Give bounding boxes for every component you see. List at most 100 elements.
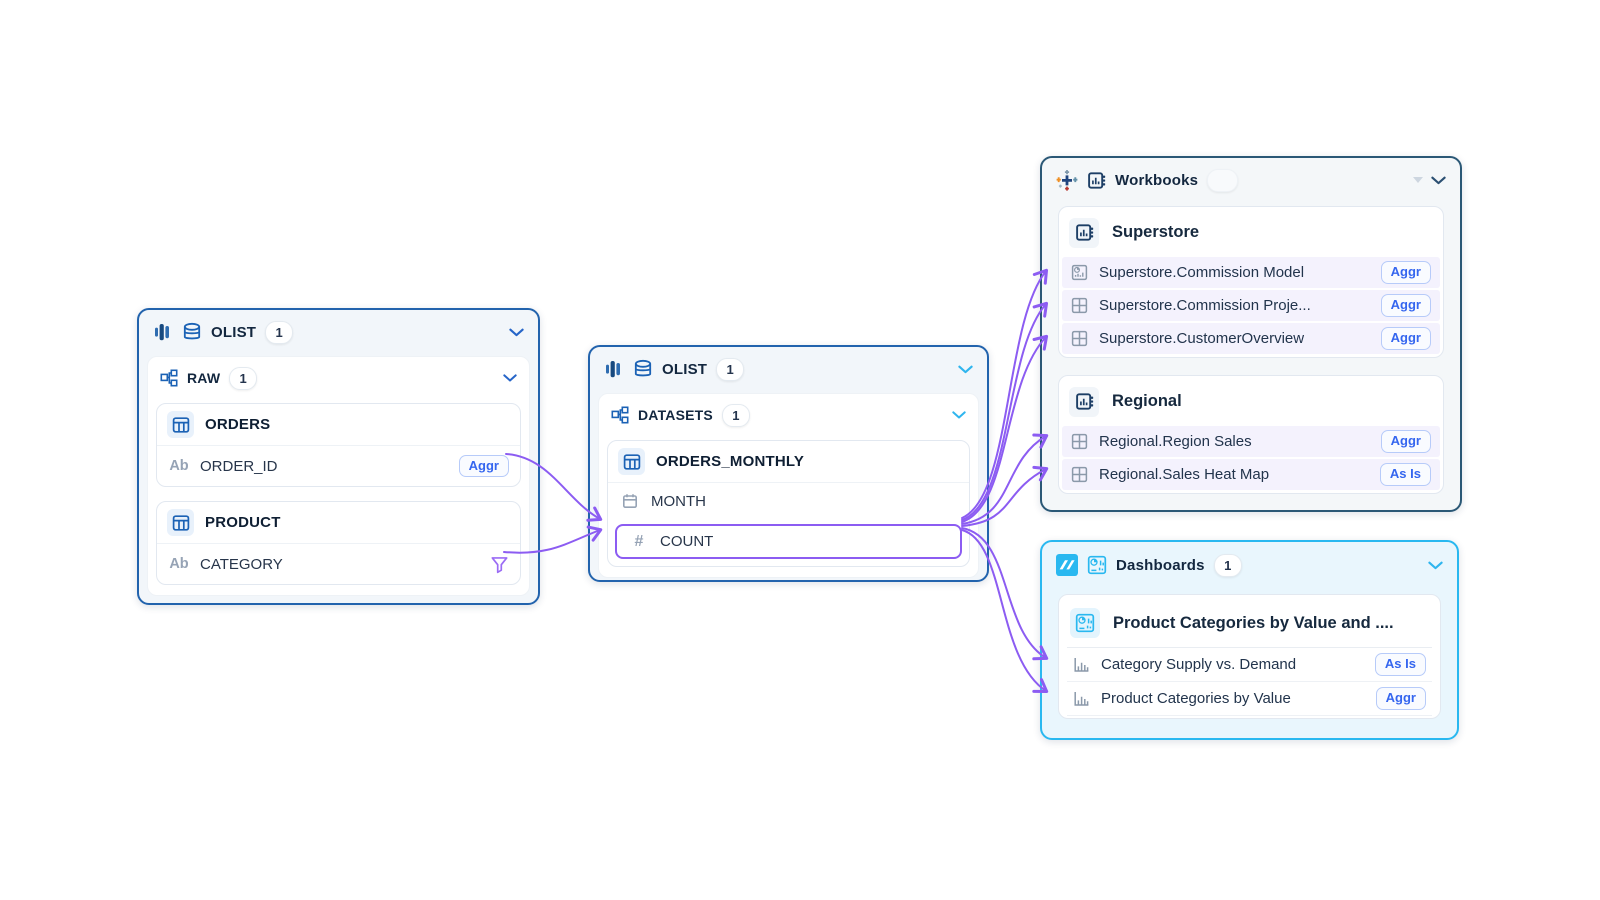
table-name: ORDERS_MONTHLY	[656, 453, 805, 470]
chevron-down-icon[interactable]	[503, 374, 517, 382]
workbook-name: Superstore	[1112, 223, 1200, 241]
sheet-name: Superstore.Commission Proje...	[1099, 297, 1311, 314]
workbooks-count-badge	[1207, 168, 1239, 192]
bar-chart-icon	[1073, 656, 1090, 673]
sheet-row[interactable]: Regional.Sales Heat Map As Is	[1062, 459, 1440, 490]
dashboard-group: Product Categories by Value and .... Cat…	[1058, 594, 1441, 719]
text-type-icon: Ab	[169, 556, 189, 572]
table-card-orders[interactable]: ORDERS Ab ORDER_ID Aggr	[156, 403, 521, 487]
field-name: ORDER_ID	[200, 457, 278, 475]
workbook-title-row[interactable]: Regional	[1062, 379, 1440, 424]
database-icon	[633, 359, 653, 379]
field-row-order-id[interactable]: Ab ORDER_ID Aggr	[157, 446, 520, 486]
dataset-panel-header[interactable]: OLIST 1	[590, 347, 987, 391]
sheet-name: Regional.Sales Heat Map	[1099, 466, 1270, 483]
dashboard-sheet-row[interactable]: Product Categories by Value Aggr	[1067, 682, 1432, 716]
grid-sheet-icon	[1071, 466, 1088, 483]
table-card-orders-monthly[interactable]: ORDERS_MONTHLY MONTH # COUNT	[607, 440, 970, 567]
connection-bars-icon	[153, 322, 173, 342]
transform-badge[interactable]: Aggr	[1380, 261, 1431, 284]
sheet-chart-icon	[1071, 264, 1088, 281]
schema-section-raw[interactable]: RAW 1	[156, 359, 521, 397]
source-panel-header[interactable]: OLIST 1	[139, 310, 538, 354]
schema-icon	[160, 369, 178, 387]
field-name: COUNT	[660, 533, 714, 550]
schema-icon	[611, 406, 629, 424]
schema-section-datasets[interactable]: DATASETS 1	[607, 396, 970, 434]
schema-section-label: RAW	[187, 370, 221, 386]
database-icon	[182, 322, 202, 342]
transform-badge-aggr[interactable]: Aggr	[458, 454, 509, 478]
field-row-count-highlighted[interactable]: # COUNT	[615, 524, 962, 559]
source-panel-title: OLIST	[211, 323, 257, 341]
sheet-name: Category Supply vs. Demand	[1101, 656, 1297, 673]
image-mountain-icon	[1056, 554, 1078, 576]
field-row-month[interactable]: MONTH	[608, 483, 969, 519]
sheet-name: Superstore.Commission Model	[1099, 264, 1305, 281]
tableau-logo-icon	[1056, 169, 1078, 191]
workbook-icon	[1087, 171, 1106, 190]
bar-chart-icon	[1073, 690, 1090, 707]
workbook-icon	[1069, 217, 1099, 248]
schema-count-badge: 1	[229, 366, 258, 390]
dataset-panel: OLIST 1 DATASETS 1 ORDERS_MONTHLY MONTH	[588, 345, 989, 582]
transform-badge[interactable]: As Is	[1379, 463, 1431, 486]
dataset-count-badge: 1	[716, 357, 745, 381]
field-name: CATEGORY	[200, 555, 283, 573]
grid-sheet-icon	[1071, 297, 1088, 314]
dashboard-name: Product Categories by Value and ....	[1113, 613, 1394, 632]
filter-icon[interactable]	[490, 555, 509, 574]
table-name: ORDERS	[205, 416, 271, 433]
chevron-down-icon[interactable]	[509, 328, 524, 337]
text-type-icon: Ab	[169, 458, 189, 474]
sheet-row[interactable]: Superstore.Commission Model Aggr	[1062, 257, 1440, 288]
chevron-down-icon[interactable]	[952, 411, 966, 419]
source-panel: OLIST 1 RAW 1 ORDERS Ab ORDER_ID Aggr	[137, 308, 540, 605]
workbooks-panel-header[interactable]: Workbooks	[1042, 158, 1460, 202]
table-icon	[167, 411, 194, 438]
sheet-row[interactable]: Regional.Region Sales Aggr	[1062, 426, 1440, 457]
dashboards-panel-title: Dashboards	[1116, 556, 1205, 574]
chevron-down-icon[interactable]	[1431, 176, 1446, 185]
source-count-badge: 1	[265, 320, 294, 344]
dashboard-icon	[1070, 608, 1100, 638]
number-type-icon: #	[634, 532, 644, 550]
transform-badge[interactable]: As Is	[1374, 653, 1426, 676]
grid-sheet-icon	[1071, 433, 1088, 450]
dashboards-count-badge: 1	[1213, 553, 1242, 577]
table-icon	[167, 509, 194, 536]
workbook-group-regional: Regional Regional.Region Sales Aggr Regi…	[1058, 375, 1444, 494]
dataset-panel-title: OLIST	[662, 360, 708, 378]
chevron-down-icon[interactable]	[1428, 561, 1443, 570]
sheet-name: Regional.Region Sales	[1099, 433, 1252, 450]
calendar-icon	[619, 493, 641, 509]
dashboard-icon	[1087, 555, 1107, 575]
sheet-row[interactable]: Superstore.CustomerOverview Aggr	[1062, 323, 1440, 354]
workbooks-panel-title: Workbooks	[1115, 171, 1199, 189]
workbooks-panel: Workbooks Superstore Superstore.Commissi…	[1040, 156, 1462, 512]
dashboard-sheet-row[interactable]: Category Supply vs. Demand As Is	[1067, 648, 1432, 682]
transform-badge[interactable]: Aggr	[1375, 687, 1426, 710]
dashboard-title-row[interactable]: Product Categories by Value and ....	[1063, 599, 1436, 647]
dashboards-panel-header[interactable]: Dashboards 1	[1042, 542, 1457, 588]
field-row-category[interactable]: Ab CATEGORY	[157, 544, 520, 584]
schema-count-badge: 1	[721, 403, 750, 427]
field-name: MONTH	[651, 492, 706, 510]
workbook-title-row[interactable]: Superstore	[1062, 210, 1440, 255]
source-panel-body: RAW 1 ORDERS Ab ORDER_ID Aggr PRODUCT	[147, 356, 530, 596]
transform-badge[interactable]: Aggr	[1380, 327, 1431, 350]
sheet-row[interactable]: Superstore.Commission Proje... Aggr	[1062, 290, 1440, 321]
transform-badge[interactable]: Aggr	[1380, 430, 1431, 453]
transform-badge[interactable]: Aggr	[1380, 294, 1431, 317]
triangle-down-icon	[1413, 177, 1423, 183]
sheet-name: Product Categories by Value	[1101, 690, 1291, 707]
table-icon	[618, 448, 645, 475]
table-name: PRODUCT	[205, 514, 281, 531]
chevron-down-icon[interactable]	[958, 365, 973, 374]
schema-section-label: DATASETS	[638, 407, 713, 423]
workbook-group-superstore: Superstore Superstore.Commission Model A…	[1058, 206, 1444, 358]
dashboards-panel: Dashboards 1 Product Categories by Value…	[1040, 540, 1459, 740]
workbook-name: Regional	[1112, 392, 1182, 410]
table-card-product[interactable]: PRODUCT Ab CATEGORY	[156, 501, 521, 585]
